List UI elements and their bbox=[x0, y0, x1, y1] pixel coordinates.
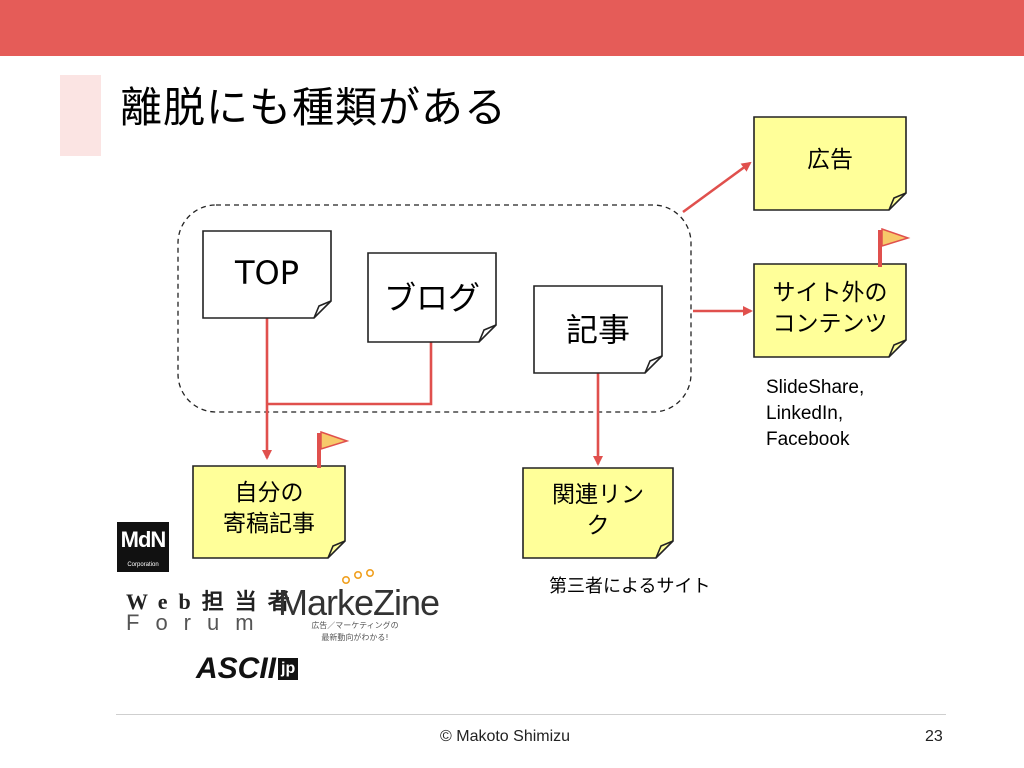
own-article-sticky-note bbox=[192, 465, 346, 559]
external-example-slideshare: SlideShare, bbox=[766, 377, 865, 398]
site-to-ad-arrow bbox=[682, 161, 752, 214]
blog-connector bbox=[267, 342, 433, 406]
web-tantousha-logo: Web担当者 bbox=[126, 589, 301, 614]
external-sticky-note bbox=[753, 263, 907, 358]
own-article-flag-icon bbox=[317, 430, 350, 468]
header-bar bbox=[0, 0, 1024, 56]
site-boundary bbox=[177, 204, 692, 413]
slide-title: 離脱にも種類がある bbox=[120, 83, 508, 132]
article-page-note bbox=[533, 285, 663, 374]
external-example-linkedin: LinkedIn, bbox=[766, 403, 844, 424]
markezine-logo: MarkeZine bbox=[278, 582, 440, 623]
third-party-caption: 第三者によるサイト bbox=[549, 576, 711, 597]
web-tantousha-forum-text: Forum bbox=[126, 610, 270, 635]
title-accent-block bbox=[60, 75, 101, 156]
external-example-facebook: Facebook bbox=[766, 429, 850, 450]
related-link-sticky-note bbox=[522, 467, 674, 559]
markezine-tagline: 広告／マーケティングの 最新動向がわかる! bbox=[311, 621, 399, 642]
top-page-note bbox=[202, 230, 332, 319]
external-flag-icon bbox=[878, 227, 911, 267]
copyright-footer: © Makoto Shimizu bbox=[440, 728, 571, 745]
mdn-logo: MdN Corporation bbox=[117, 522, 169, 572]
footer-divider bbox=[116, 714, 946, 715]
ad-sticky-note bbox=[753, 116, 907, 211]
external-examples-caption: SlideShare, LinkedIn, Facebook bbox=[766, 375, 864, 453]
blog-page-note bbox=[367, 252, 497, 343]
page-number: 23 bbox=[925, 728, 943, 745]
markezine-dots-icon bbox=[341, 568, 374, 585]
